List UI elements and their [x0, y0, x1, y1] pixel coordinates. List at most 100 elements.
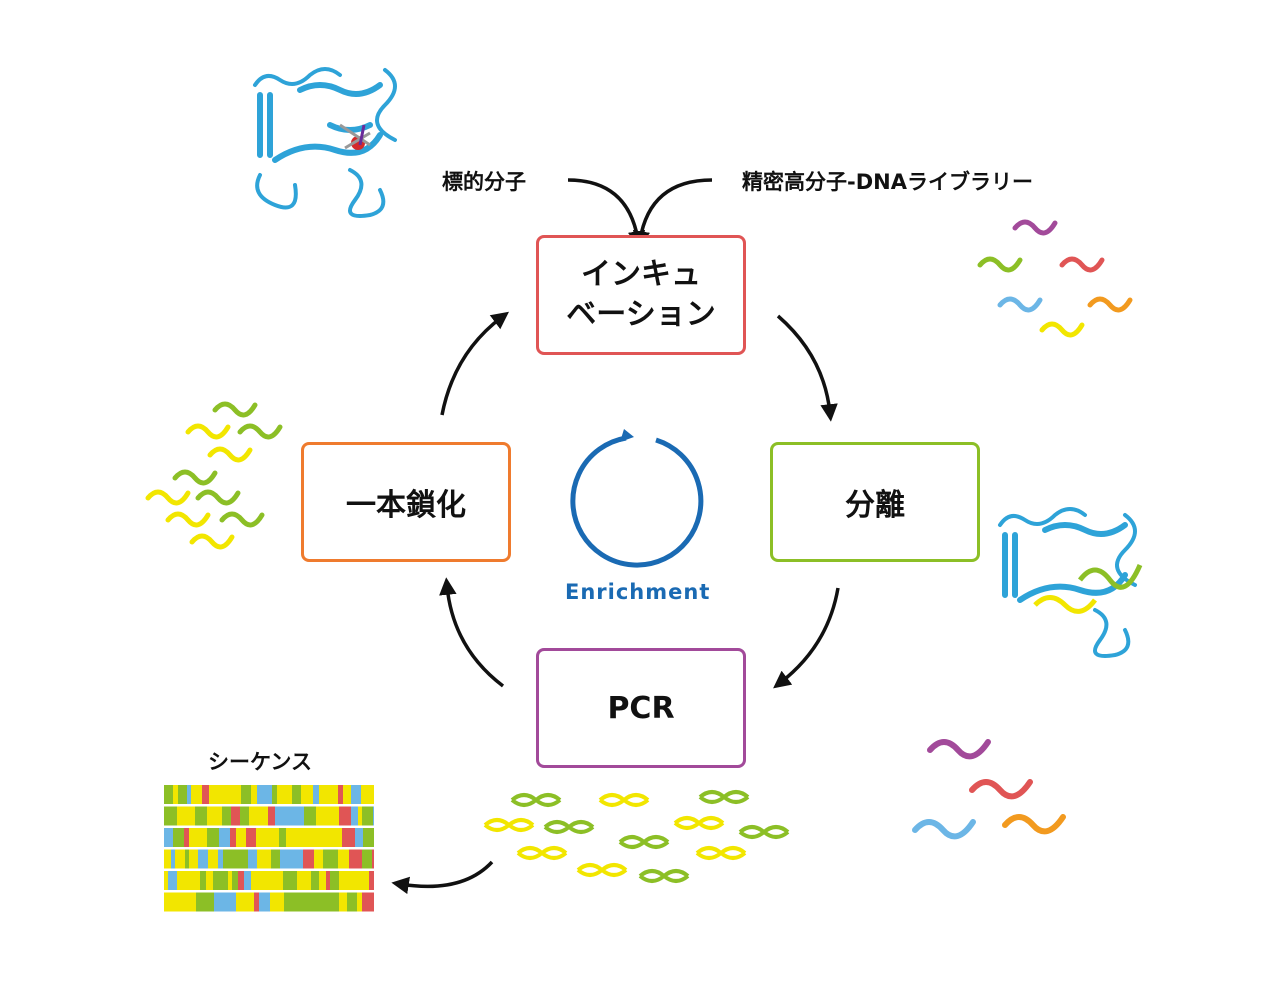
sequence-read-segment	[262, 871, 275, 890]
sequence-read-segment	[330, 871, 339, 890]
sequence-read-segment	[338, 849, 349, 869]
sequence-read-segment	[179, 849, 185, 869]
sequence-label: シーケンス	[208, 750, 312, 774]
sequence-read-segment	[304, 806, 316, 826]
sequence-read-segment	[319, 871, 326, 890]
sequence-read-segment	[270, 828, 279, 847]
sequence-read-segment	[256, 828, 270, 847]
sequence-read-segment	[309, 828, 314, 847]
sequence-read-segment	[222, 806, 231, 826]
sequence-read-segment	[349, 849, 362, 869]
sequence-read-segment	[230, 828, 236, 847]
sequence-read-segment	[373, 806, 374, 826]
sequence-read-segment	[168, 871, 177, 890]
sequence-read-segment	[236, 892, 249, 912]
sequence-read-segment	[353, 871, 361, 890]
sequence-read-segment	[164, 806, 177, 826]
sequence-read-segment	[342, 828, 346, 847]
sequence-read-segment	[198, 849, 208, 869]
sequence-read-segment	[292, 785, 301, 804]
sequence-read-segment	[175, 849, 179, 869]
sequence-read-segment	[362, 806, 373, 826]
sequence-read-segment	[302, 871, 311, 890]
sequence-read-segment	[164, 785, 173, 804]
target-molecule-label: 標的分子	[442, 170, 526, 194]
arrow-pcr-to-sequence	[391, 860, 494, 895]
sequence-read-segment	[324, 892, 339, 912]
sequence-read-segment	[347, 892, 357, 912]
sequence-read-segment	[361, 785, 370, 804]
sequence-read-segment	[209, 785, 220, 804]
sequence-read-segment	[259, 892, 270, 912]
sequence-read-segment	[357, 892, 362, 912]
step-single-strand: 一本鎖化	[301, 442, 511, 562]
enrichment-arrowhead	[620, 429, 634, 442]
sequence-read-segment	[289, 806, 304, 826]
sequence-read-segment	[173, 785, 178, 804]
sequence-read-segment	[314, 849, 323, 869]
sequence-read-segment	[277, 892, 284, 912]
sequence-read-segment	[231, 806, 240, 826]
sequence-read-segment	[238, 871, 244, 890]
step-incubation: インキュ ベーション	[536, 235, 746, 355]
enriched-strands	[912, 739, 1066, 840]
sequence-read-segment	[316, 806, 326, 826]
sequence-read-segment	[207, 806, 222, 826]
sequence-read-segment	[207, 828, 219, 847]
sequence-read-segment	[325, 828, 333, 847]
sequence-read-segment	[164, 849, 171, 869]
sequence-read-segment	[319, 892, 324, 912]
sequence-read-segment	[312, 892, 319, 912]
sequence-read-segment	[303, 849, 314, 869]
sequence-read-segment	[299, 892, 312, 912]
sequence-read-segment	[213, 871, 228, 890]
sequence-read-segment	[362, 849, 372, 869]
sequence-read-segment	[355, 828, 363, 847]
sequence-read-segment	[313, 785, 319, 804]
sequence-read-segment	[351, 785, 355, 804]
sequence-read-segment	[372, 849, 374, 869]
arrow-pcr-to-single-strand	[439, 577, 505, 688]
sequence-read-segment	[228, 892, 236, 912]
sequence-read-segment	[314, 828, 325, 847]
sequence-read-segment	[251, 785, 257, 804]
sequence-read-segment	[286, 828, 290, 847]
sequence-read-segment	[326, 871, 330, 890]
sequence-read-segment	[370, 785, 374, 804]
arrow-single-strand-to-incubation	[440, 311, 509, 416]
sequence-read-segment	[358, 806, 362, 826]
sequence-read-segment	[232, 871, 238, 890]
sequence-read-segment	[328, 785, 338, 804]
sequence-read-segment	[275, 806, 289, 826]
sequence-read-segment	[355, 785, 361, 804]
sequence-read-segment	[246, 828, 256, 847]
sequence-read-segment	[293, 849, 303, 869]
sequence-read-segment	[268, 806, 275, 826]
cycle-arrows	[391, 178, 840, 895]
sequence-read-segment	[182, 806, 191, 826]
sequence-read-segment	[177, 871, 188, 890]
arrow-library-to-incubation	[632, 178, 713, 249]
protein-bound-icon	[998, 507, 1137, 658]
sequence-read-segment	[206, 871, 213, 890]
sequence-read-segment	[234, 849, 248, 869]
sequence-read-segment	[311, 871, 319, 890]
sequence-read-segment	[346, 828, 355, 847]
sequence-read-segment	[189, 849, 198, 869]
sequence-read-segment	[271, 849, 280, 869]
sequence-read-segment	[178, 892, 188, 912]
sequence-read-segment	[242, 828, 246, 847]
protein-target-icon	[253, 67, 397, 218]
sequence-read-segment	[187, 785, 191, 804]
step-single-strand-label: 一本鎖化	[346, 488, 466, 523]
ligand-bonds	[339, 123, 371, 150]
sequence-read-segment	[338, 785, 343, 804]
sequence-read-segment	[280, 849, 293, 869]
sequence-read-segment	[369, 871, 374, 890]
sequence-read-segment	[326, 806, 333, 826]
arrow-target-to-incubation	[567, 178, 646, 249]
arrow-separation-to-pcr	[773, 587, 840, 689]
sequence-read-segment	[218, 849, 223, 869]
sequence-read-segment	[301, 785, 313, 804]
